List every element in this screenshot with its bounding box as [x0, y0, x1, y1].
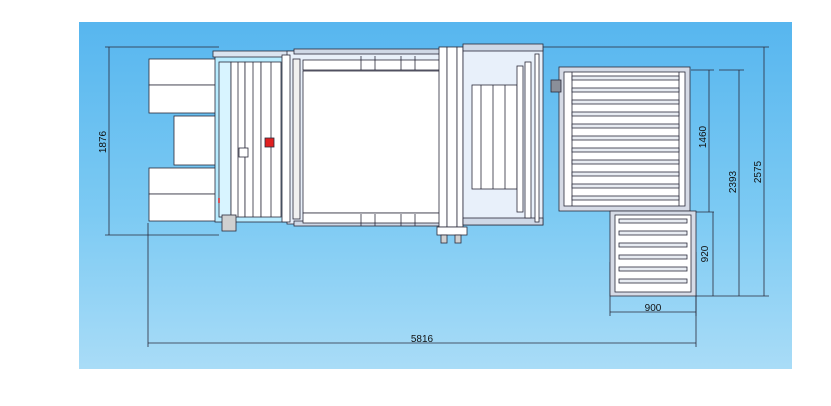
main-frame [281, 48, 445, 227]
upper-roller-table [550, 66, 691, 212]
lower-roller-table [609, 210, 697, 297]
gantry-beams [436, 46, 468, 244]
infeed-unit [212, 50, 294, 232]
dim-lower-table-length: 920 [700, 245, 711, 262]
layout-drawing: 1876 1460 2393 2575 920 900 5816 [98, 43, 769, 347]
dim-mid-height: 2393 [728, 170, 739, 193]
dim-total-length: 5816 [411, 334, 434, 345]
dim-total-height: 2575 [753, 160, 764, 183]
dim-overall-height: 1876 [98, 130, 109, 153]
infeed-stack-boxes [148, 58, 218, 222]
outfeed-conveyor [462, 43, 544, 226]
dim-lower-table-width: 900 [645, 303, 662, 314]
dim-conveyor-width: 1460 [698, 125, 709, 148]
drawing-panel: 1876 1460 2393 2575 920 900 5816 [79, 22, 792, 369]
